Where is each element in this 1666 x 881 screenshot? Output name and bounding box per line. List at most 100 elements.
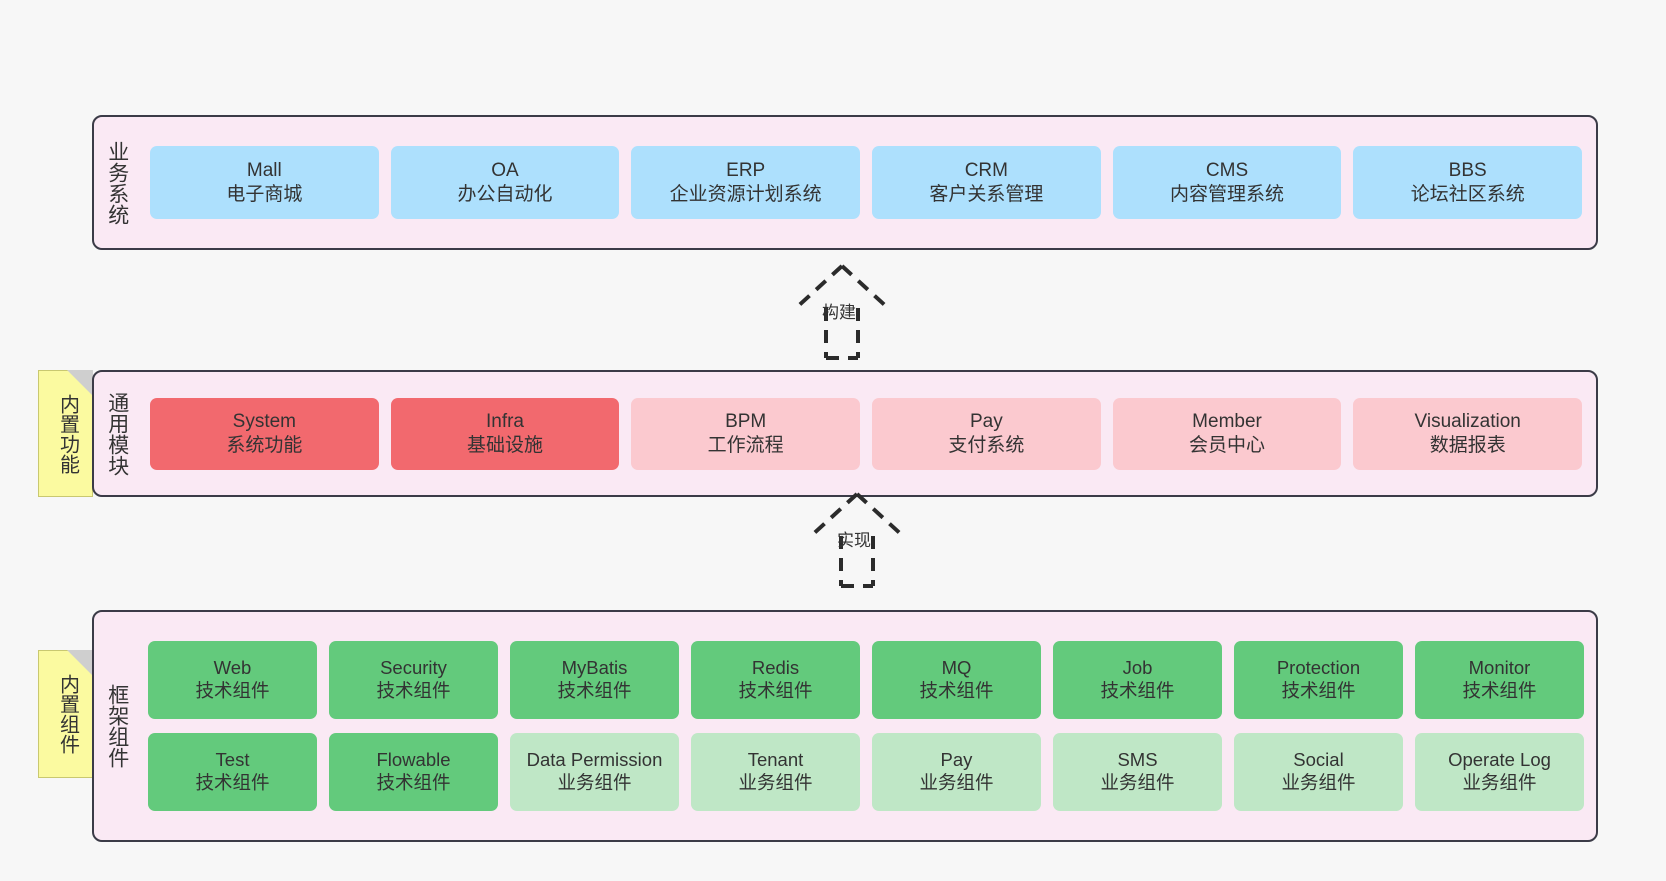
cell-subtitle-cn: 会员中心 xyxy=(1189,434,1266,456)
cell-subtitle-cn: 企业资源计划系统 xyxy=(669,183,822,205)
cell-subtitle-cn: 系统功能 xyxy=(226,434,303,456)
cell-subtitle-cn: 客户关系管理 xyxy=(929,183,1044,205)
cell-title-en: Tenant xyxy=(747,749,804,771)
cell-title-en: OA xyxy=(491,160,519,182)
cell-subtitle-cn: 工作流程 xyxy=(707,434,784,456)
cell-title-en: Data Permission xyxy=(526,749,663,771)
cell-title-en: Operate Log xyxy=(1448,749,1551,771)
cell-subtitle-cn: 业务组件 xyxy=(919,772,994,793)
cell-subtitle-cn: 数据报表 xyxy=(1429,434,1506,456)
note-built-in-components-label: 内置组件 xyxy=(56,674,79,754)
cell-subtitle-cn: 业务组件 xyxy=(1281,772,1356,793)
cell-title-en: System xyxy=(232,411,297,433)
connector-implement-arrow xyxy=(809,492,905,588)
connector-implement: 实现 xyxy=(797,490,917,588)
cell-title-en: BBS xyxy=(1448,160,1487,182)
cell-subtitle-cn: 基础设施 xyxy=(467,434,544,456)
cell-title-en: Mall xyxy=(246,160,282,182)
connector-implement-label: 实现 xyxy=(837,531,871,550)
cell-subtitle-cn: 技术组件 xyxy=(195,680,270,701)
note-built-in-functions-label: 内置功能 xyxy=(56,393,79,474)
cell-subtitle-cn: 业务组件 xyxy=(738,772,813,793)
note-built-in-functions: 内置功能 xyxy=(38,370,93,497)
note-built-in-components: 内置组件 xyxy=(38,650,93,778)
cell-title-en: Pay xyxy=(969,411,1003,433)
cell-title-en: CRM xyxy=(964,160,1008,182)
cell-subtitle-cn: 技术组件 xyxy=(738,680,813,701)
cell-subtitle-cn: 技术组件 xyxy=(1100,680,1175,701)
cell-title-en: SMS xyxy=(1117,749,1158,771)
layer-framework-components-title: 框架组件 xyxy=(105,684,129,768)
cell-subtitle-cn: 技术组件 xyxy=(376,680,451,701)
cell-title-en: Test xyxy=(215,749,250,771)
cell-title-en: BPM xyxy=(725,411,767,433)
cell-subtitle-cn: 业务组件 xyxy=(1100,772,1175,793)
layer-business-systems-title: 业务系统 xyxy=(105,140,129,225)
cell-title-en: CMS xyxy=(1205,160,1249,182)
cell-title-en: Pay xyxy=(940,749,973,771)
cell-title-en: Web xyxy=(213,657,252,679)
cell-title-en: Member xyxy=(1192,411,1262,433)
cell-subtitle-cn: 办公自动化 xyxy=(457,183,553,205)
cell-subtitle-cn: 技术组件 xyxy=(376,772,451,793)
cell-title-en: Redis xyxy=(751,657,800,679)
cell-subtitle-cn: 电子商城 xyxy=(226,183,303,205)
cell-subtitle-cn: 业务组件 xyxy=(1462,772,1537,793)
cell-title-en: Infra xyxy=(485,411,525,433)
connector-build-label: 构建 xyxy=(822,303,856,322)
cell-subtitle-cn: 技术组件 xyxy=(557,680,632,701)
cell-subtitle-cn: 技术组件 xyxy=(195,772,270,793)
cell-title-en: Job xyxy=(1122,657,1153,679)
connector-build: 构建 xyxy=(782,262,902,360)
cell-title-en: Flowable xyxy=(376,749,451,771)
cell-subtitle-cn: 内容管理系统 xyxy=(1170,183,1285,205)
cell-subtitle-cn: 业务组件 xyxy=(557,772,632,793)
cell-subtitle-cn: 技术组件 xyxy=(1462,680,1537,701)
cell-title-en: Monitor xyxy=(1468,657,1531,679)
cell-subtitle-cn: 支付系统 xyxy=(948,434,1025,456)
cell-subtitle-cn: 论坛社区系统 xyxy=(1410,183,1525,205)
cell-title-en: Protection xyxy=(1276,657,1361,679)
cell-title-en: MQ xyxy=(941,657,972,679)
cell-subtitle-cn: 技术组件 xyxy=(919,680,994,701)
cell-title-en: Social xyxy=(1293,749,1344,771)
